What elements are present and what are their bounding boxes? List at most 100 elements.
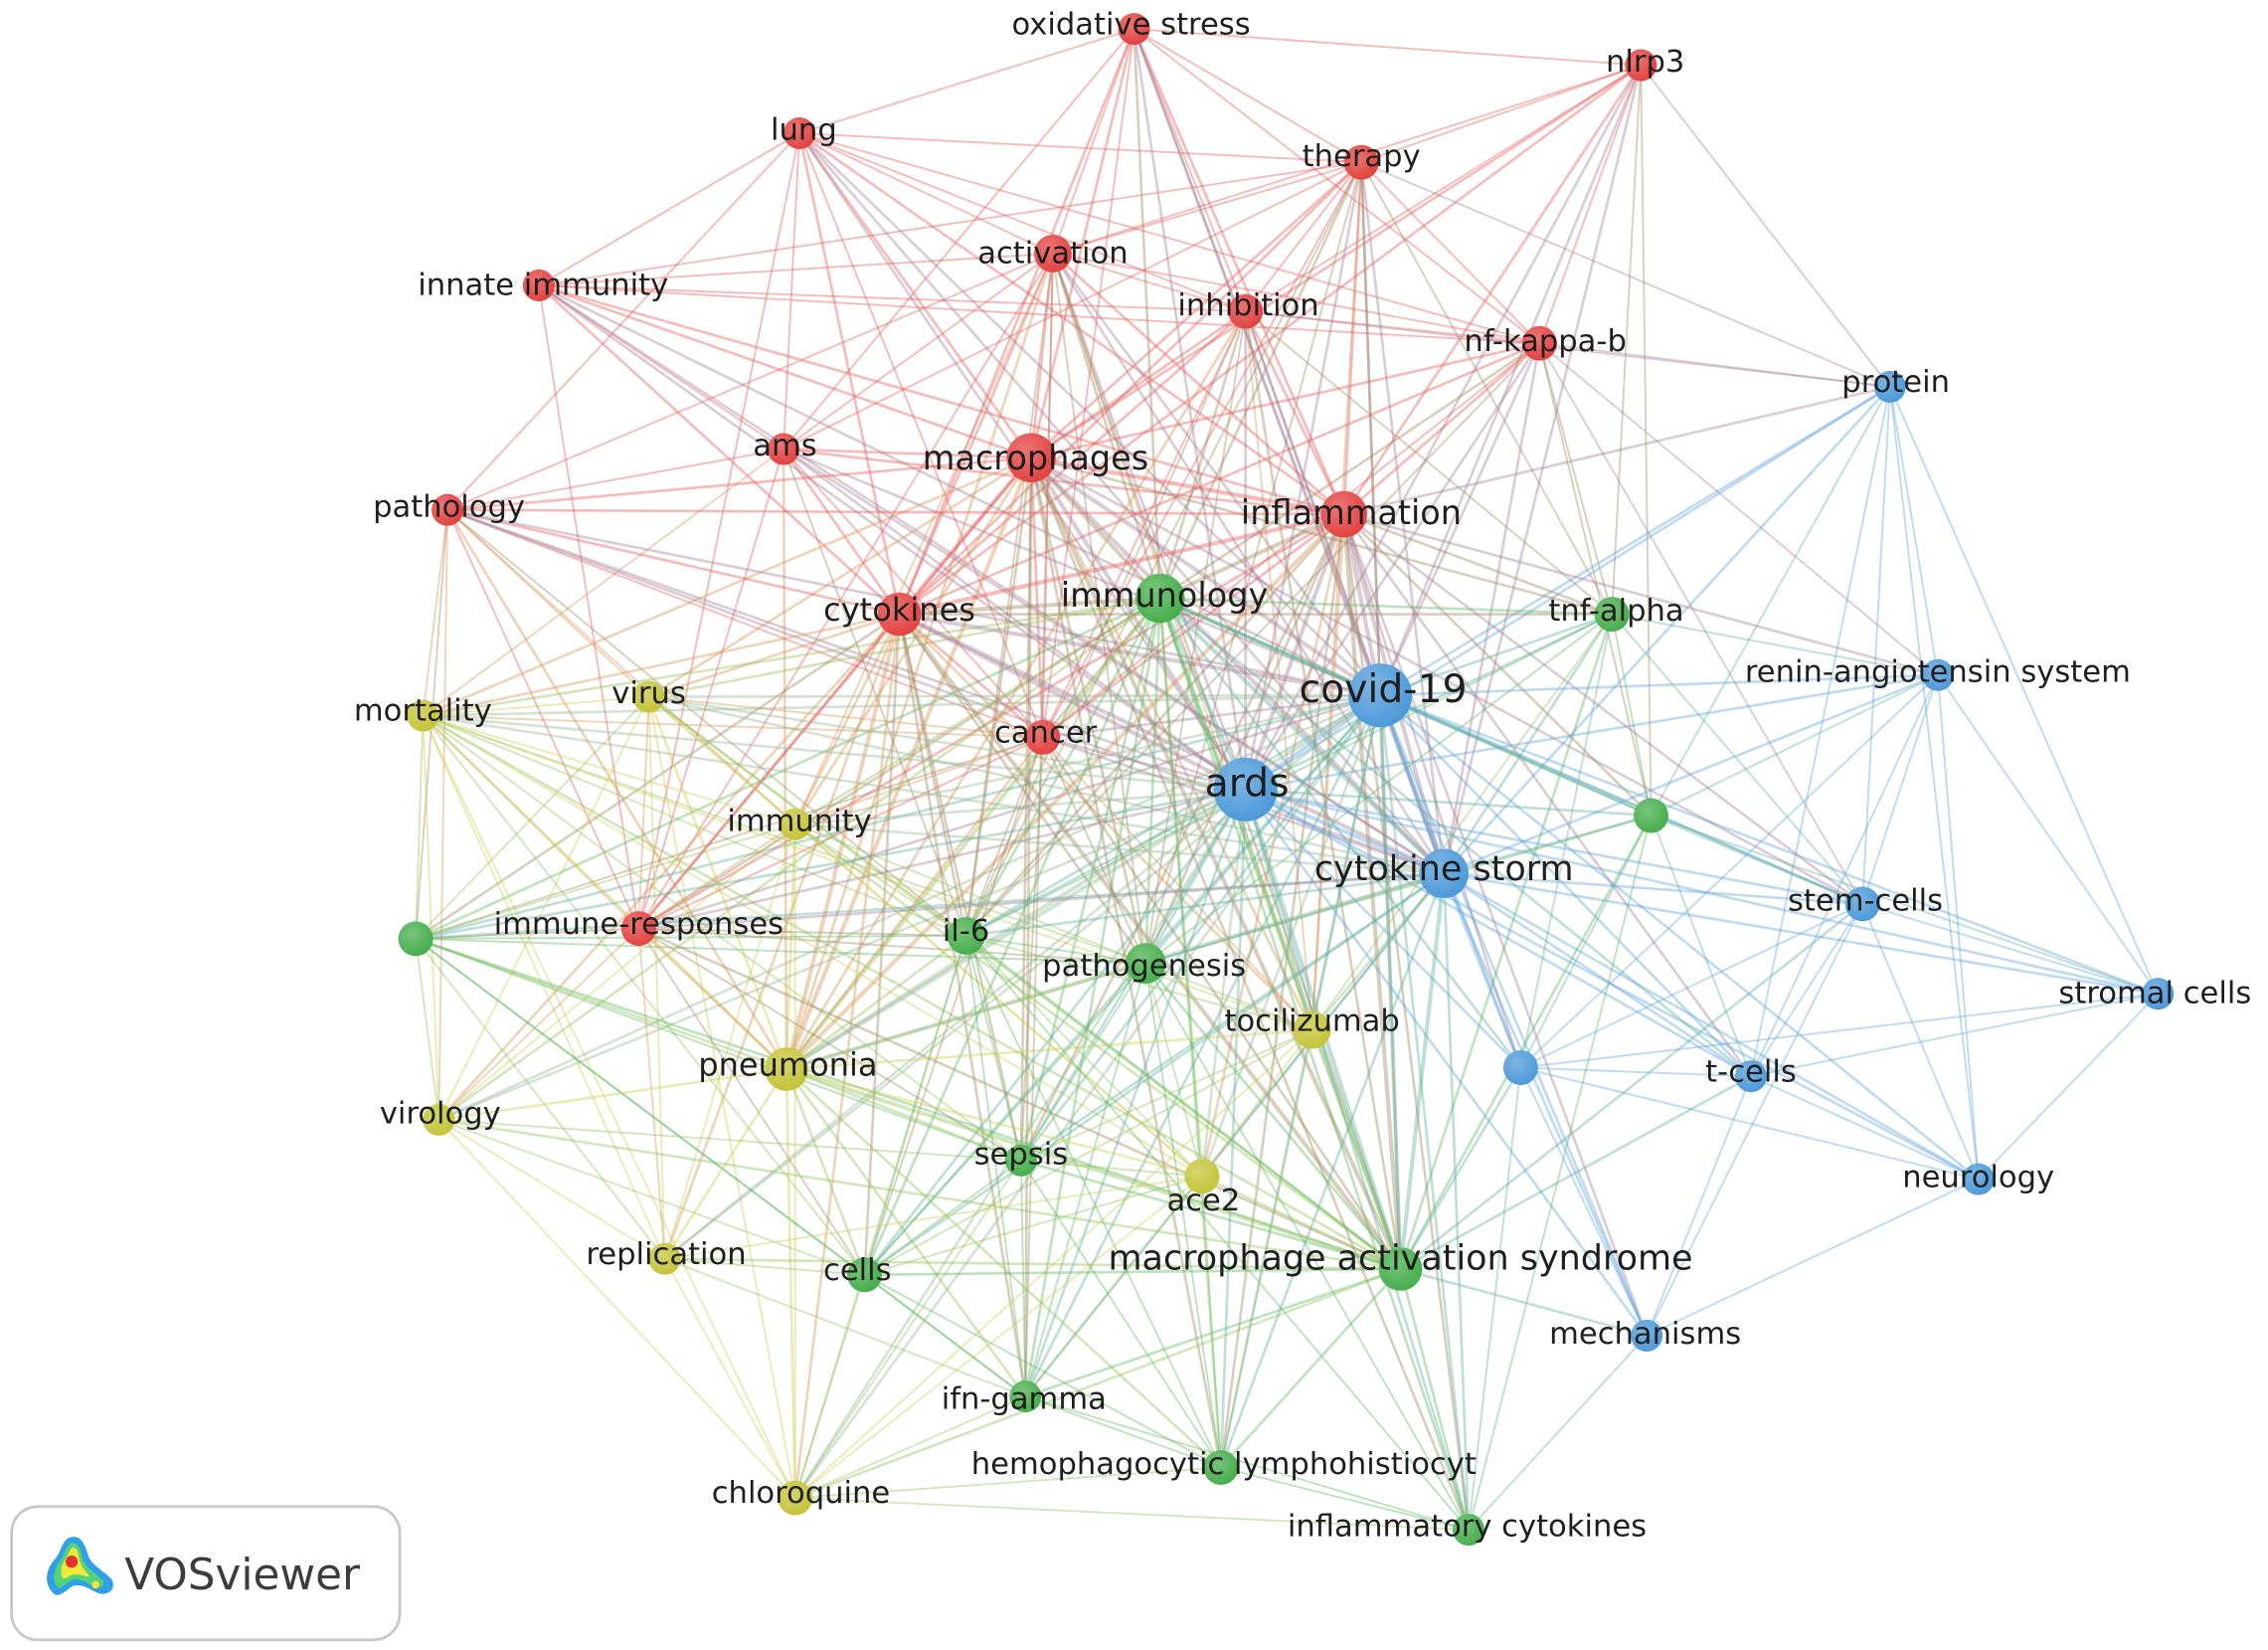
node-activation[interactable] [1033, 234, 1072, 273]
node-covid-19[interactable] [1348, 663, 1413, 728]
edge [1219, 788, 1247, 1469]
edge [663, 1257, 866, 1276]
node-label: oxidative stress [1012, 7, 1251, 42]
node-mechanisms[interactable] [1631, 1319, 1663, 1352]
edge [537, 283, 1541, 345]
edge [537, 283, 1382, 697]
edge [637, 695, 650, 930]
node-lung[interactable] [784, 116, 816, 150]
node-unlabeled[interactable] [1502, 1049, 1538, 1085]
edge [793, 823, 1402, 1271]
node-unlabeled[interactable] [1634, 798, 1668, 833]
node-virology[interactable] [423, 1103, 455, 1136]
edge [1157, 596, 1248, 792]
edge [784, 596, 1162, 1071]
node-macrophages[interactable] [1006, 433, 1056, 483]
node-immunity[interactable] [779, 808, 811, 840]
node-cells[interactable] [847, 1257, 883, 1293]
node-renin-angiotensin-system[interactable] [1921, 658, 1954, 691]
edge [1399, 1267, 1649, 1338]
node-ams[interactable] [767, 433, 800, 465]
edge [663, 1257, 796, 1500]
node-inflammation[interactable] [1320, 490, 1368, 538]
edge [863, 1159, 1022, 1276]
node-tnf-alpha[interactable] [1594, 597, 1630, 633]
edge [1051, 252, 1382, 697]
edge [446, 508, 1044, 739]
node-pathology[interactable] [432, 493, 464, 526]
edge [1342, 385, 1892, 516]
edge [1051, 252, 1346, 516]
edge [785, 1067, 1204, 1179]
edge [964, 161, 1363, 937]
node-inhibition[interactable] [1228, 293, 1264, 329]
node-tocilizumab[interactable] [1293, 1010, 1331, 1049]
node-neurology[interactable] [1962, 1163, 1995, 1195]
node-pneumonia[interactable] [765, 1047, 808, 1091]
edge [647, 456, 1033, 698]
node-stromal-cells[interactable] [2142, 978, 2175, 1010]
node-unlabeled[interactable] [398, 921, 434, 957]
node-innate-immunity[interactable] [522, 269, 555, 301]
edge [446, 508, 650, 698]
edge [1158, 597, 1614, 616]
node-ifn-gamma[interactable] [1009, 1380, 1042, 1413]
node-t-cells[interactable] [1734, 1060, 1768, 1093]
edge [1750, 673, 1939, 1078]
node-protein[interactable] [1873, 370, 1906, 403]
node-cytokines[interactable] [877, 592, 922, 637]
node-label: hemophagocytic lymphohistiocyt [971, 1447, 1477, 1482]
edge [1519, 613, 1614, 1069]
edge [783, 252, 1054, 451]
edge [1200, 512, 1346, 1179]
edge [1378, 693, 2160, 996]
node-label: inflammation [1241, 493, 1462, 532]
node-nlrp3[interactable] [1625, 49, 1657, 82]
edge [1144, 613, 1614, 965]
edge [1019, 962, 1147, 1162]
node-label: cytokines [823, 591, 975, 629]
edge [1219, 1466, 1470, 1532]
node-label: pneumonia [698, 1046, 877, 1084]
node-virus[interactable] [632, 680, 665, 713]
edge [422, 714, 796, 825]
node-hemophagocytic-lymphohistiocyt[interactable] [1203, 1449, 1239, 1485]
node-nf-kappa-b[interactable] [1521, 325, 1557, 361]
node-il-6[interactable] [947, 916, 985, 955]
node-replication[interactable] [648, 1242, 681, 1275]
edge [637, 871, 1446, 930]
edge [647, 695, 1402, 1271]
edge [798, 132, 1247, 313]
node-immunology[interactable] [1134, 573, 1185, 624]
node-label: chloroquine [712, 1476, 890, 1511]
edge [1023, 456, 1033, 1398]
edge [446, 448, 785, 511]
node-ace2[interactable] [1184, 1159, 1220, 1194]
node-chloroquine[interactable] [778, 1480, 813, 1516]
node-ards[interactable] [1213, 757, 1278, 822]
edge [1650, 815, 1864, 905]
node-immune-responses[interactable] [620, 911, 656, 947]
node-cancer[interactable] [1025, 719, 1061, 755]
edge [784, 787, 1248, 1071]
node-oxidative-stress[interactable] [1118, 13, 1150, 46]
node-cytokine-storm[interactable] [1419, 848, 1469, 899]
node-sepsis[interactable] [1004, 1144, 1037, 1177]
node-therapy[interactable] [1343, 144, 1379, 180]
edge [964, 310, 1247, 937]
node-mortality[interactable] [407, 699, 439, 732]
node-stem-cells[interactable] [1844, 886, 1880, 922]
edge [414, 613, 901, 941]
node-label: virus [611, 676, 685, 711]
edge [1051, 161, 1363, 255]
node-pathogenesis[interactable] [1125, 943, 1166, 984]
node-macrophage-activation-syndrome[interactable] [1378, 1247, 1423, 1291]
edge [1133, 27, 1446, 875]
node-inflammatory-cytokines[interactable] [1452, 1514, 1484, 1547]
node-label: cells [823, 1253, 892, 1288]
edge [797, 131, 1446, 875]
node-label: neurology [1902, 1161, 2054, 1195]
edge [1310, 871, 1446, 1031]
edge [1051, 252, 1162, 600]
